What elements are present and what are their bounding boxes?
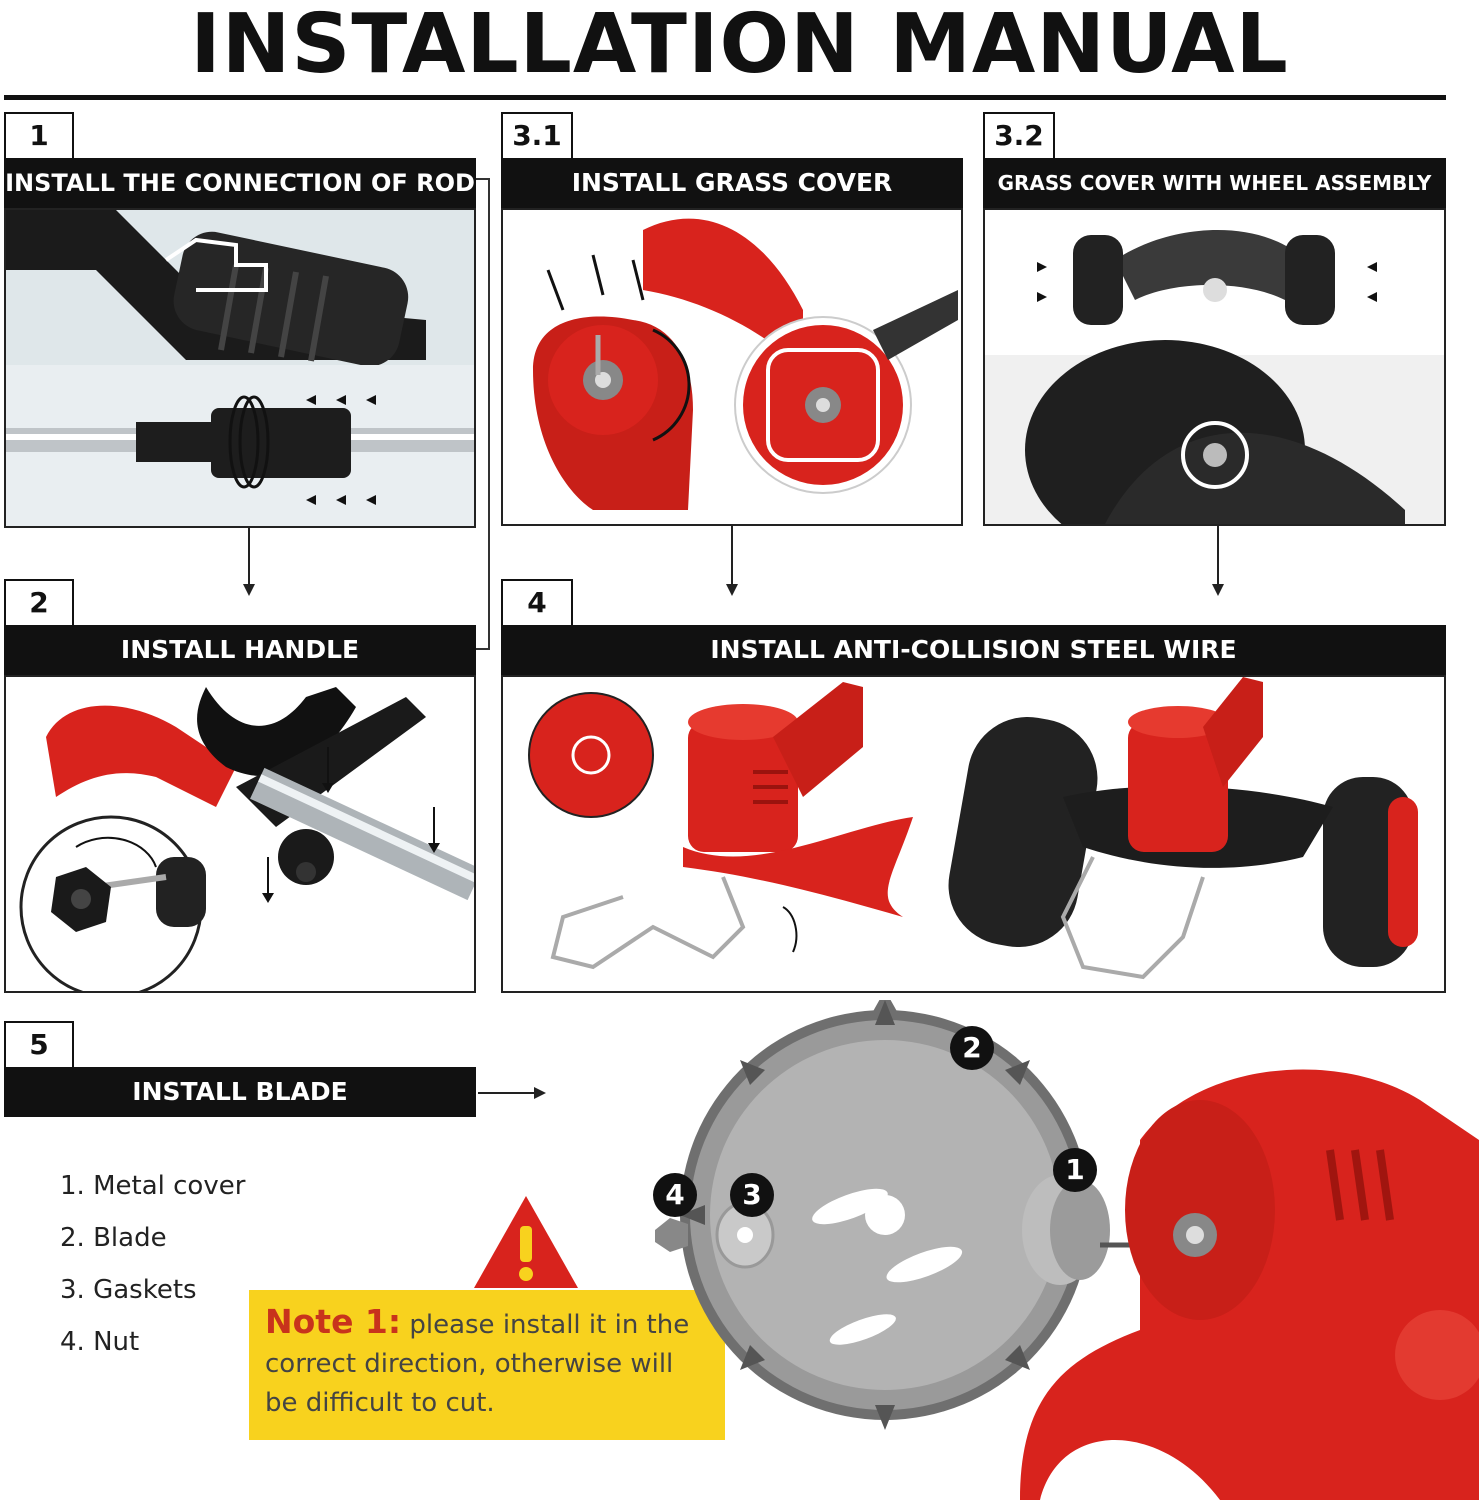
- step-5-number: 5: [4, 1021, 74, 1067]
- warning-icon: [474, 1196, 578, 1288]
- note-title: Note 1:: [265, 1302, 402, 1341]
- arrow-down-icon: [1212, 526, 1224, 596]
- arrow-down-icon: [726, 526, 738, 596]
- blade-assembly-image: [655, 1000, 1479, 1500]
- step-4-image: [501, 675, 1446, 993]
- badge-blade: 2: [950, 1026, 994, 1070]
- step-2-heading: INSTALL HANDLE: [4, 625, 476, 675]
- badge-gaskets: 3: [730, 1173, 774, 1217]
- step-3-1-number: 3.1: [501, 112, 573, 158]
- step-2-image: [4, 675, 476, 993]
- badge-nut: 4: [653, 1173, 697, 1217]
- page-title: INSTALLATION MANUAL: [190, 0, 1289, 92]
- note-body: Note 1: please install it in the correct…: [265, 1302, 709, 1423]
- step-1-number: 1: [4, 112, 74, 158]
- step-4-heading: INSTALL ANTI-COLLISION STEEL WIRE: [501, 625, 1446, 675]
- step-1-heading: INSTALL THE CONNECTION OF ROD: [4, 158, 476, 208]
- parts-list: 1. Metal cover 2. Blade 3. Gaskets 4. Nu…: [60, 1160, 360, 1368]
- arrow-down-icon: [243, 528, 255, 596]
- step-5-heading: INSTALL BLADE: [4, 1067, 476, 1117]
- list-item: 4. Nut: [60, 1327, 140, 1357]
- step-1-image: [4, 208, 476, 528]
- step-3-2-number: 3.2: [983, 112, 1055, 158]
- step-2-number: 2: [4, 579, 74, 625]
- badge-metal-cover: 1: [1053, 1148, 1097, 1192]
- step-3-2-image: [983, 208, 1446, 526]
- list-item: 3. Gaskets: [60, 1275, 197, 1305]
- note-box: Note 1: please install it in the correct…: [249, 1290, 725, 1440]
- step-3-1-heading: INSTALL GRASS COVER: [501, 158, 963, 208]
- step-3-1-image: [501, 208, 963, 526]
- step-4-number: 4: [501, 579, 573, 625]
- list-item: 2. Blade: [60, 1223, 167, 1253]
- list-item: 1. Metal cover: [60, 1171, 246, 1201]
- step-connector-line: [476, 178, 490, 650]
- title-divider: [4, 95, 1446, 100]
- step-3-2-heading: GRASS COVER WITH WHEEL ASSEMBLY: [983, 158, 1446, 208]
- arrow-right-icon: [478, 1087, 546, 1099]
- note-text: please install it in the correct directi…: [265, 1310, 690, 1418]
